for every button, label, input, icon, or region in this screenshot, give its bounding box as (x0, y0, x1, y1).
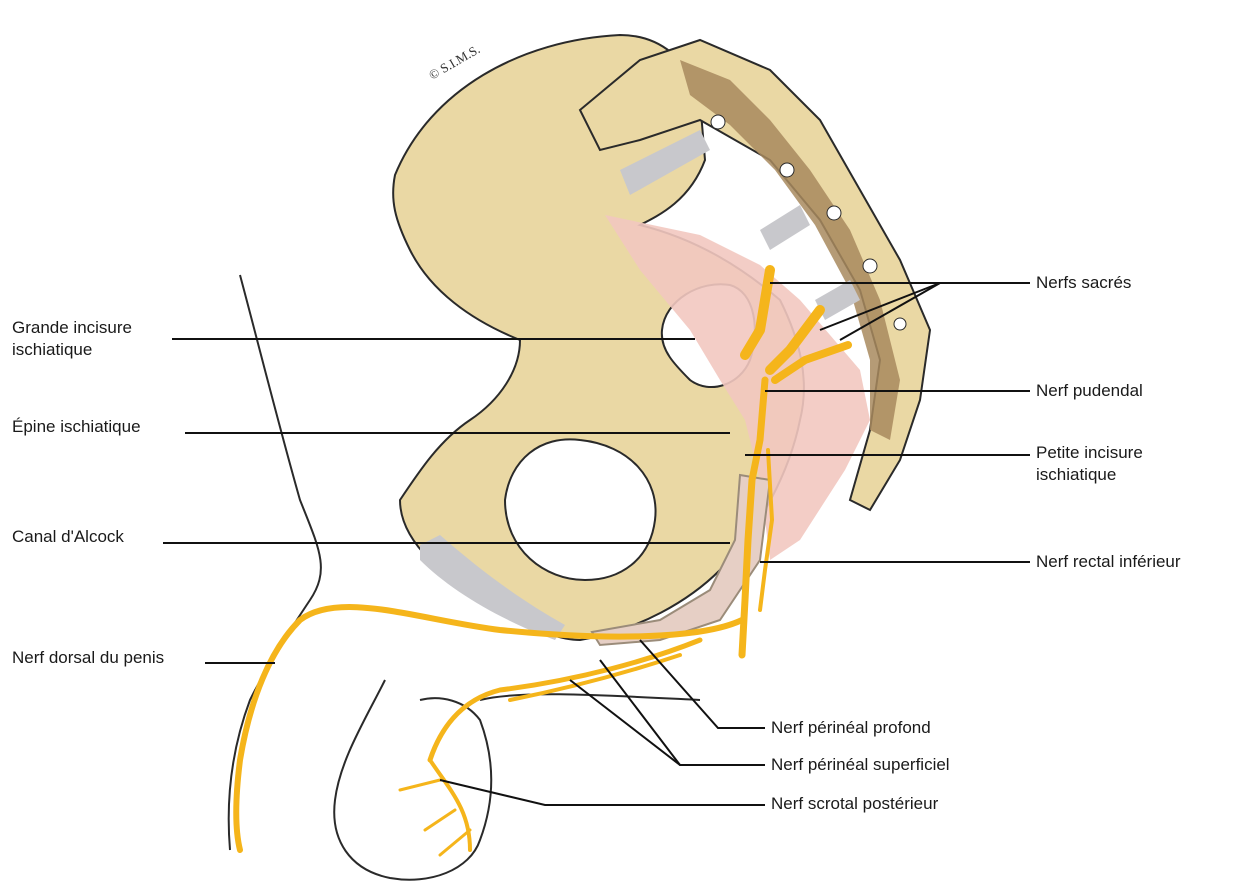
label-nerfs-sacres: Nerfs sacrés (1036, 273, 1131, 292)
label-petite-incisure-line1: Petite incisure (1036, 443, 1143, 462)
label-nerf-scrotal-posterieur: Nerf scrotal postérieur (771, 794, 939, 813)
leader-nerf-scrotal (440, 780, 765, 805)
copyright-text: © S.I.M.S. (426, 41, 482, 82)
label-petite-incisure-line2: ischiatique (1036, 465, 1116, 484)
label-epine-ischiatique: Épine ischiatique (12, 417, 141, 436)
sacral-foramen-4 (863, 259, 877, 273)
label-nerf-perineal-profond: Nerf périnéal profond (771, 718, 931, 737)
label-canal-alcock: Canal d'Alcock (12, 527, 124, 546)
label-grande-incisure-line1: Grande incisure (12, 318, 132, 337)
label-grande-incisure-line2: ischiatique (12, 340, 92, 359)
sacral-foramen-5 (894, 318, 906, 330)
sacral-foramen-1 (711, 115, 725, 129)
label-nerf-rectal-inferieur: Nerf rectal inférieur (1036, 552, 1181, 571)
label-nerf-dorsal-penis: Nerf dorsal du penis (12, 648, 164, 667)
sacral-foramen-2 (780, 163, 794, 177)
leader-nerf-perineal-superficiel (600, 660, 765, 765)
label-nerf-pudendal: Nerf pudendal (1036, 381, 1143, 400)
sacral-foramen-3 (827, 206, 841, 220)
disc-2 (760, 205, 810, 250)
label-nerf-perineal-superficiel: Nerf périnéal superficiel (771, 755, 950, 774)
